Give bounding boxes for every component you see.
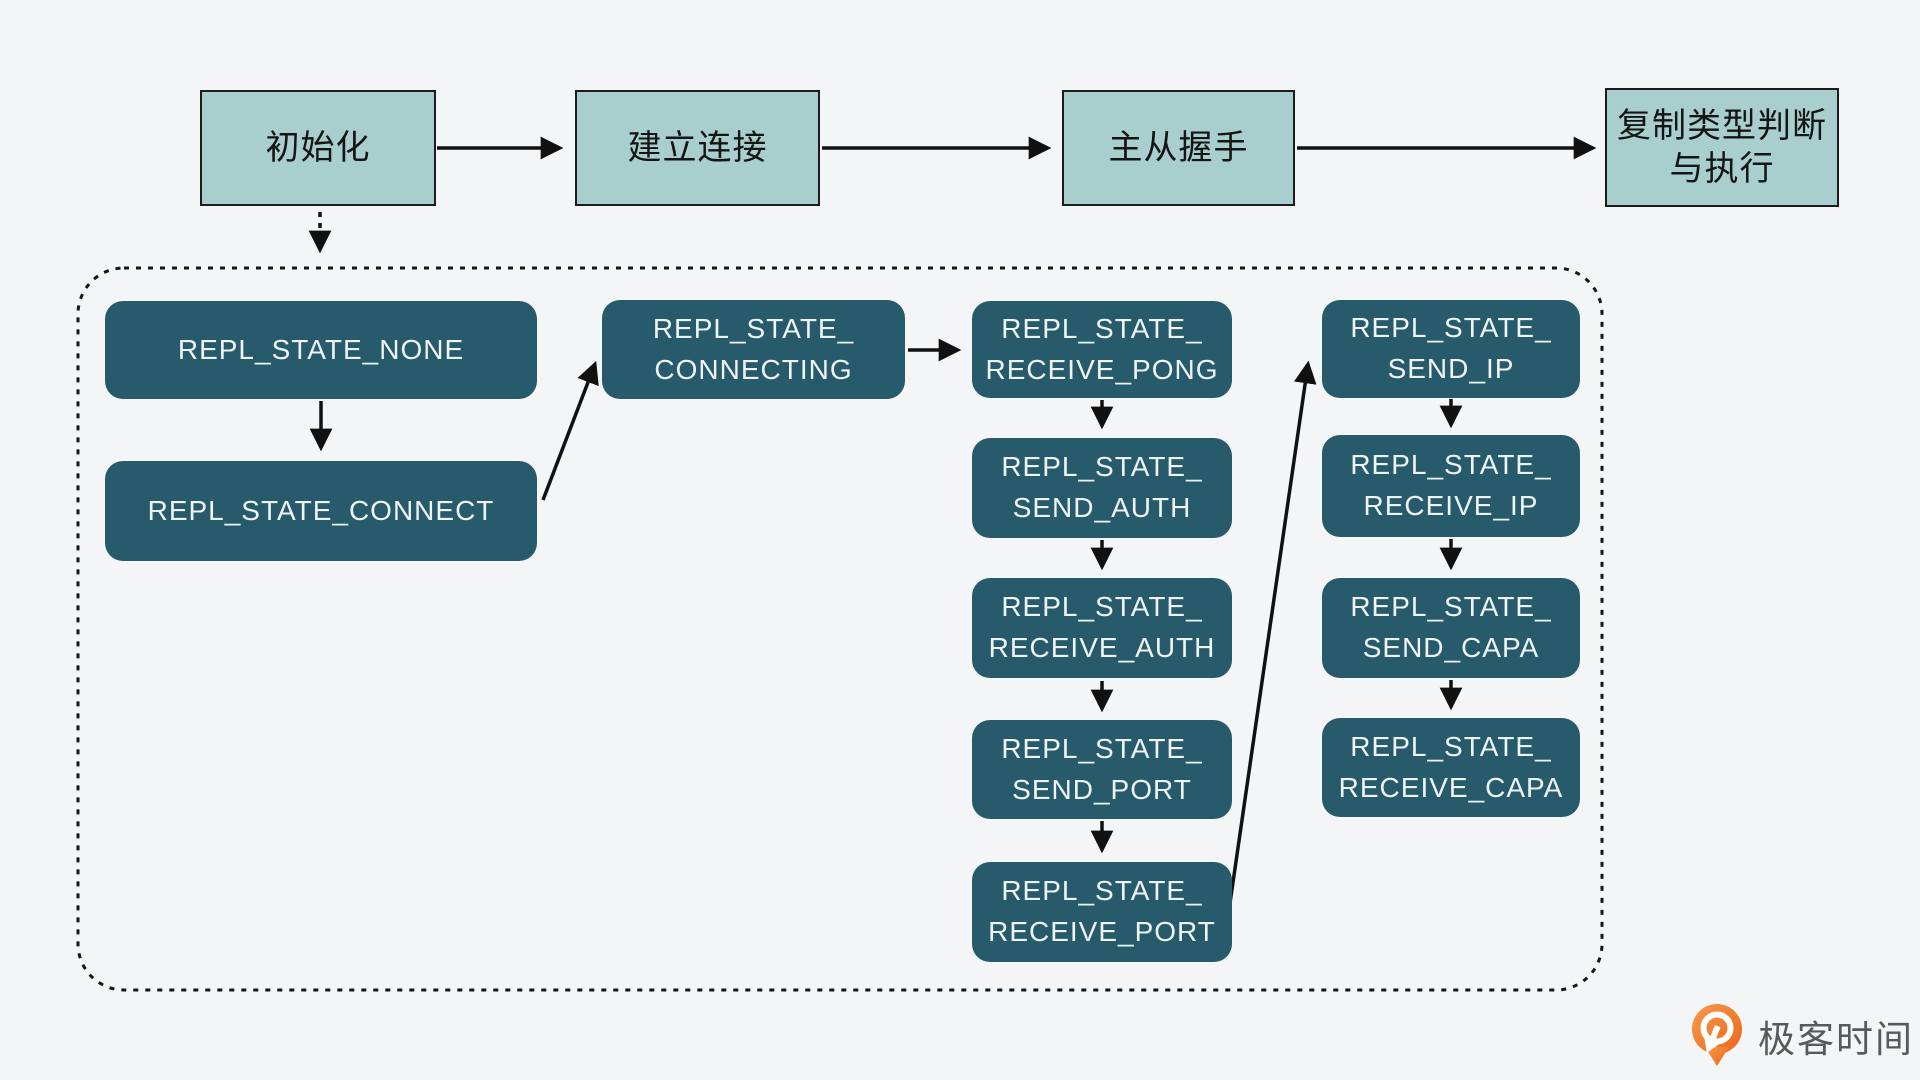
state-node-none: REPL_STATE_NONE bbox=[105, 301, 537, 399]
step-box-init: 初始化 bbox=[200, 90, 436, 206]
state-label-receive-port: REPL_STATE_ RECEIVE_PORT bbox=[988, 875, 1216, 947]
geektime-logo-icon bbox=[1692, 1004, 1742, 1066]
state-node-receive-port: REPL_STATE_ RECEIVE_PORT bbox=[972, 862, 1232, 962]
state-node-connect: REPL_STATE_CONNECT bbox=[105, 461, 537, 561]
state-node-send-ip: REPL_STATE_ SEND_IP bbox=[1322, 300, 1580, 398]
state-label-receive-ip: REPL_STATE_ RECEIVE_IP bbox=[1350, 449, 1552, 521]
step-label-master-slave-handshake: 主从握手 bbox=[1108, 128, 1249, 167]
state-node-send-port: REPL_STATE_ SEND_PORT bbox=[972, 720, 1232, 819]
state-node-send-capa: REPL_STATE_ SEND_CAPA bbox=[1322, 578, 1580, 678]
state-node-send-auth: REPL_STATE_ SEND_AUTH bbox=[972, 438, 1232, 538]
state-label-none: REPL_STATE_NONE bbox=[177, 333, 465, 365]
state-node-receive-pong: REPL_STATE_ RECEIVE_PONG bbox=[972, 301, 1232, 398]
state-node-receive-capa: REPL_STATE_ RECEIVE_CAPA bbox=[1322, 718, 1580, 817]
step-label-init: 初始化 bbox=[265, 128, 371, 167]
geektime-logo: 极客时间 bbox=[1688, 1002, 1914, 1070]
state-label-send-ip: REPL_STATE_ SEND_IP bbox=[1350, 312, 1552, 384]
step-box-replication-type-exec: 复制类型判断 与执行 bbox=[1605, 88, 1839, 207]
state-label-send-port: REPL_STATE_ SEND_PORT bbox=[1001, 732, 1203, 805]
state-label-receive-capa: REPL_STATE_ RECEIVE_CAPA bbox=[1338, 730, 1564, 803]
step-box-master-slave-handshake: 主从握手 bbox=[1062, 90, 1295, 206]
step-label-establish-connection: 建立连接 bbox=[627, 128, 768, 167]
state-node-receive-auth: REPL_STATE_ RECEIVE_AUTH bbox=[972, 578, 1232, 678]
geektime-logo-text: 极客时间 bbox=[1758, 1019, 1914, 1060]
state-node-receive-ip: REPL_STATE_ RECEIVE_IP bbox=[1322, 435, 1580, 537]
step-label-replication-type-exec: 复制类型判断 与执行 bbox=[1617, 107, 1827, 188]
state-label-send-auth: REPL_STATE_ SEND_AUTH bbox=[1001, 451, 1203, 523]
arrow-connect-to-connecting bbox=[541, 360, 599, 501]
state-label-connecting: REPL_STATE_ CONNECTING bbox=[652, 312, 855, 385]
state-node-connecting: REPL_STATE_ CONNECTING bbox=[602, 300, 905, 399]
state-label-receive-auth: REPL_STATE_ RECEIVE_AUTH bbox=[988, 591, 1216, 663]
step-box-establish-connection: 建立连接 bbox=[575, 90, 820, 206]
state-label-receive-pong: REPL_STATE_ RECEIVE_PONG bbox=[985, 312, 1219, 385]
state-label-send-capa: REPL_STATE_ SEND_CAPA bbox=[1350, 591, 1552, 663]
arrow-receiveport-to-sendip bbox=[1228, 360, 1317, 904]
state-label-connect: REPL_STATE_CONNECT bbox=[147, 494, 495, 526]
